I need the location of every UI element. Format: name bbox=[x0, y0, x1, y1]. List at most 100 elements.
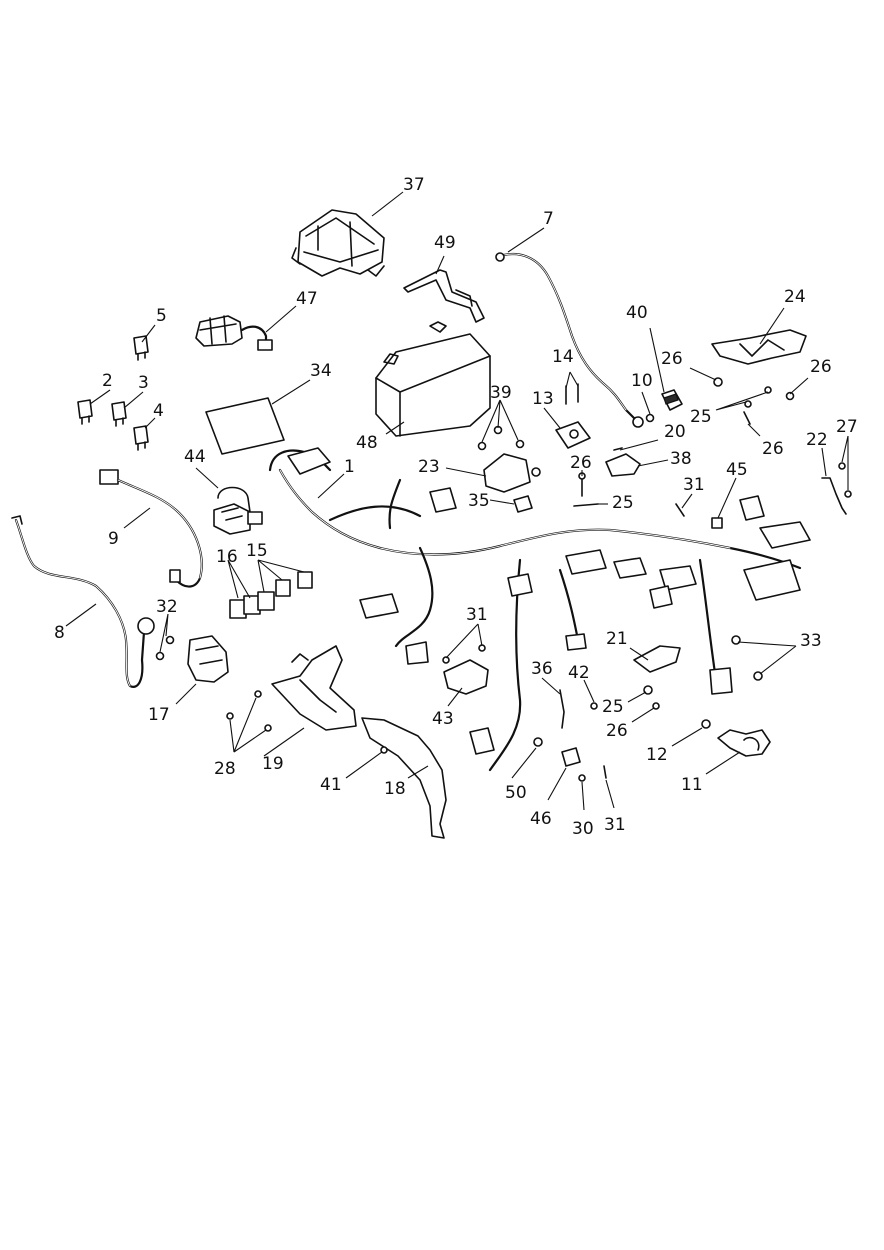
part-15-relays bbox=[257, 571, 313, 611]
callout-2: 2 bbox=[102, 371, 113, 391]
callout-39: 39 bbox=[490, 383, 512, 403]
callout-12: 12 bbox=[646, 745, 668, 765]
part-48-battery-box bbox=[375, 321, 491, 437]
callout-48: 48 bbox=[356, 433, 378, 453]
callout-47: 47 bbox=[296, 289, 318, 309]
callout-9: 9 bbox=[108, 529, 119, 549]
part-30-bolt bbox=[578, 774, 586, 782]
part-10-screw bbox=[645, 413, 655, 423]
leader-lines bbox=[65, 191, 849, 811]
part-9-cable bbox=[99, 469, 203, 588]
callout-43: 43 bbox=[432, 709, 454, 729]
callout-36: 36 bbox=[531, 659, 553, 679]
part-2-fuse bbox=[77, 399, 93, 425]
part-27-screws bbox=[838, 462, 852, 498]
part-34-pad bbox=[205, 397, 285, 455]
part-31-screw bbox=[675, 503, 685, 517]
callout-41: 41 bbox=[320, 775, 342, 795]
part-44-relay-holder bbox=[213, 486, 263, 535]
callout-27: 27 bbox=[836, 417, 858, 437]
part-1-main-harness bbox=[268, 447, 811, 772]
part-50-clip bbox=[533, 737, 543, 747]
part-42-screw bbox=[590, 702, 598, 710]
callout-26-lower: 26 bbox=[606, 721, 628, 741]
callout-31-mid: 31 bbox=[466, 605, 488, 625]
part-45-grommet bbox=[711, 517, 723, 529]
part-5-fuse bbox=[133, 335, 149, 361]
part-3-fuse bbox=[111, 401, 127, 427]
callout-5: 5 bbox=[156, 306, 167, 326]
part-26-bolt-lower bbox=[652, 702, 660, 710]
part-37-holder-bracket bbox=[291, 209, 385, 277]
callout-44: 44 bbox=[184, 447, 206, 467]
callout-31-lower: 31 bbox=[604, 815, 626, 835]
part-38-clip bbox=[605, 453, 641, 477]
callout-31-upper: 31 bbox=[683, 475, 705, 495]
callout-35: 35 bbox=[468, 491, 490, 511]
callout-32: 32 bbox=[156, 597, 178, 617]
callout-45: 45 bbox=[726, 460, 748, 480]
part-28-screws bbox=[226, 690, 272, 732]
callout-42: 42 bbox=[568, 663, 590, 683]
callout-3: 3 bbox=[138, 373, 149, 393]
callout-25-mid: 25 bbox=[612, 493, 634, 513]
callout-18: 18 bbox=[384, 779, 406, 799]
part-47-relay bbox=[195, 315, 273, 351]
part-24-bracket bbox=[711, 329, 807, 365]
callout-14: 14 bbox=[552, 347, 574, 367]
callout-37: 37 bbox=[403, 175, 425, 195]
callout-20: 20 bbox=[664, 422, 686, 442]
callout-28: 28 bbox=[214, 759, 236, 779]
callout-1: 1 bbox=[344, 457, 355, 477]
part-32-clips bbox=[155, 635, 175, 661]
callout-34: 34 bbox=[310, 361, 332, 381]
part-17-module bbox=[187, 635, 229, 683]
callout-21: 21 bbox=[606, 629, 628, 649]
part-13-clip bbox=[555, 421, 591, 449]
callout-16: 16 bbox=[216, 547, 238, 567]
callout-30: 30 bbox=[572, 819, 594, 839]
part-11-horn bbox=[717, 729, 771, 757]
part-39-screws bbox=[477, 425, 525, 451]
callout-33: 33 bbox=[800, 631, 822, 651]
part-43-bracket bbox=[443, 659, 489, 695]
callout-25-upper: 25 bbox=[690, 407, 712, 427]
callout-15: 15 bbox=[246, 541, 268, 561]
callout-26-mid: 26 bbox=[570, 453, 592, 473]
callout-26-upper-right: 26 bbox=[810, 357, 832, 377]
part-25-washer-lower bbox=[643, 685, 653, 695]
callout-8: 8 bbox=[54, 623, 65, 643]
part-18-bracket bbox=[361, 717, 447, 839]
callout-49: 49 bbox=[434, 233, 456, 253]
part-16-relays bbox=[229, 595, 261, 619]
callout-25-lower: 25 bbox=[602, 697, 624, 717]
part-4-fuse bbox=[133, 425, 149, 451]
callout-4: 4 bbox=[153, 401, 164, 421]
callout-13: 13 bbox=[532, 389, 554, 409]
callout-labels: 1 2 3 4 5 7 8 9 10 11 12 13 14 15 16 17 … bbox=[54, 175, 858, 839]
part-20-pin bbox=[613, 447, 623, 451]
part-12-bolt bbox=[701, 719, 711, 729]
part-25-washer bbox=[573, 503, 599, 507]
part-21-bracket bbox=[633, 645, 681, 673]
part-49-bracket bbox=[403, 269, 485, 323]
callout-23: 23 bbox=[418, 457, 440, 477]
part-46-clip bbox=[561, 747, 581, 767]
callout-40: 40 bbox=[626, 303, 648, 323]
callout-17: 17 bbox=[148, 705, 170, 725]
part-14-pins bbox=[565, 383, 579, 405]
callout-22: 22 bbox=[806, 430, 828, 450]
callout-38: 38 bbox=[670, 449, 692, 469]
callout-46: 46 bbox=[530, 809, 552, 829]
callout-7: 7 bbox=[543, 209, 554, 229]
callout-11: 11 bbox=[681, 775, 703, 795]
part-35-clip bbox=[513, 495, 533, 513]
callout-24: 24 bbox=[784, 287, 806, 307]
callout-10: 10 bbox=[631, 371, 653, 391]
callout-26-upper-left: 26 bbox=[661, 349, 683, 369]
part-26-bolt bbox=[578, 472, 586, 497]
callout-50: 50 bbox=[505, 783, 527, 803]
part-7-cable bbox=[495, 252, 644, 428]
part-31-screws-mid bbox=[442, 644, 486, 664]
